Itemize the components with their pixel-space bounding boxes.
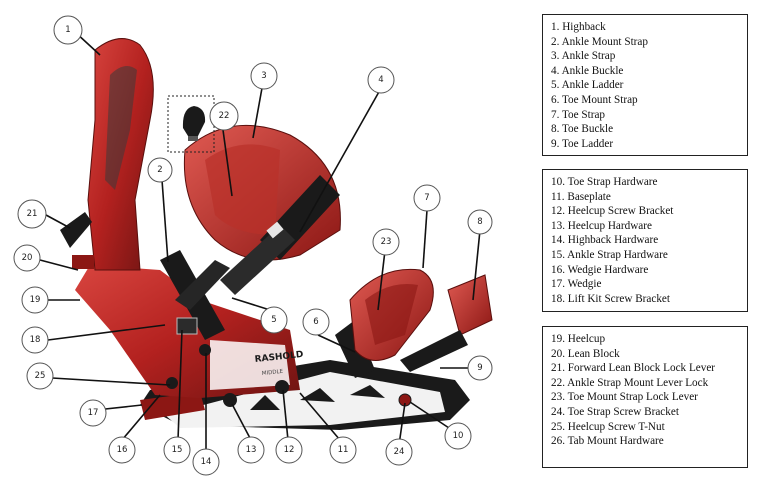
svg-text:14: 14: [201, 457, 212, 467]
callouts: 1 2 3 4 5 6 7 8 9 10 11 12 13 14 15 16 1…: [13, 15, 493, 476]
svg-text:2: 2: [157, 165, 162, 175]
legend-item: 2. Ankle Mount Strap: [551, 35, 648, 48]
legend-item: 17. Wedgie: [551, 278, 602, 291]
callout-3: 3: [250, 62, 278, 90]
svg-text:24: 24: [394, 447, 405, 457]
heelcup-bracket-shape: [275, 380, 289, 394]
legend-box-1: 1. Highback 2. Ankle Mount Strap 3. Ankl…: [542, 14, 748, 156]
svg-text:11: 11: [338, 445, 349, 455]
callout-4: 4: [367, 66, 395, 94]
legend-item: 9. Toe Ladder: [551, 137, 614, 150]
callout-2: 2: [147, 157, 173, 183]
toe-buckle-shape: [447, 274, 493, 336]
svg-text:18: 18: [30, 335, 41, 345]
svg-text:19: 19: [30, 295, 41, 305]
binding-diagram: RASHOLD MIDDLE: [13, 15, 493, 476]
ankle-hardware-shape: [176, 317, 198, 335]
svg-text:16: 16: [117, 445, 128, 455]
callout-7: 7: [413, 184, 441, 212]
legend-item: 8. Toe Buckle: [551, 123, 614, 136]
legend-item: 16. Wedgie Hardware: [551, 263, 649, 276]
svg-text:20: 20: [22, 253, 33, 263]
legend-item: 3. Ankle Strap: [551, 50, 616, 63]
heelcup-hardware-shape: [223, 393, 237, 407]
svg-text:8: 8: [477, 217, 482, 227]
callout-19: 19: [21, 286, 49, 314]
svg-text:9: 9: [477, 363, 482, 373]
legend-item: 22. Ankle Strap Mount Lever Lock: [551, 376, 709, 389]
tnut-shape: [166, 377, 178, 389]
callout-25: 25: [26, 362, 54, 390]
callout-10: 10: [444, 422, 472, 450]
callout-14: 14: [192, 448, 220, 476]
highback-hardware-shape: [199, 344, 211, 356]
legend-item: 7. Toe Strap: [551, 108, 606, 121]
legend-item: 26. Tab Mount Hardware: [551, 435, 664, 448]
svg-text:15: 15: [172, 445, 183, 455]
callout-9: 9: [467, 355, 493, 381]
toe-ladder-shape: [400, 330, 468, 372]
binding-illustration: RASHOLD MIDDLE: [60, 38, 493, 430]
legend-item: 12. Heelcup Screw Bracket: [551, 205, 674, 218]
callout-18: 18: [21, 326, 49, 354]
legend-item: 5. Ankle Ladder: [551, 79, 624, 92]
svg-text:17: 17: [88, 408, 99, 418]
svg-text:23: 23: [381, 237, 392, 247]
legend-item: 15. Ankle Strap Hardware: [551, 248, 668, 261]
legend-item: 20. Lean Block: [551, 347, 620, 360]
callout-1: 1: [53, 15, 83, 45]
legend-item: 6. Toe Mount Strap: [551, 93, 638, 106]
legend-item: 14. Highback Hardware: [551, 234, 659, 247]
svg-text:13: 13: [246, 445, 257, 455]
callout-6: 6: [302, 308, 330, 336]
callout-5: 5: [260, 306, 288, 334]
legend-item: 11. Baseplate: [551, 190, 611, 203]
callout-20: 20: [13, 244, 41, 272]
svg-text:4: 4: [378, 75, 383, 85]
callout-21: 21: [17, 199, 47, 229]
callout-23: 23: [372, 228, 400, 256]
svg-text:25: 25: [35, 371, 46, 381]
baseplate-model-text: MIDDLE: [262, 369, 284, 377]
lean-block-shape: [72, 255, 94, 269]
legend-box-2: 10. Toe Strap Hardware 11. Baseplate 12.…: [542, 169, 748, 312]
callout-15: 15: [163, 436, 191, 464]
legend-item: 24. Toe Strap Screw Bracket: [551, 405, 679, 418]
callout-22: 22: [209, 101, 239, 131]
callout-12: 12: [275, 436, 303, 464]
callout-8: 8: [467, 209, 493, 235]
svg-text:1: 1: [65, 25, 70, 35]
legend-item: 13. Heelcup Hardware: [551, 219, 652, 232]
leader-lines: [39, 31, 481, 452]
callout-17: 17: [79, 399, 107, 427]
callout-13: 13: [237, 436, 265, 464]
legend-item: 21. Forward Lean Block Lock Lever: [551, 362, 716, 375]
svg-text:22: 22: [219, 111, 230, 121]
svg-text:6: 6: [313, 317, 318, 327]
svg-text:5: 5: [271, 315, 276, 325]
ankle-ladder-shape: [220, 225, 295, 295]
legend-item: 19. Heelcup: [551, 333, 606, 345]
legend-item: 4. Ankle Buckle: [551, 64, 624, 77]
inset-lever-shape: [182, 106, 206, 136]
lean-lever-shape: [60, 212, 92, 248]
svg-text:10: 10: [453, 431, 464, 441]
legend-item: 18. Lift Kit Screw Bracket: [551, 292, 670, 305]
callout-11: 11: [329, 436, 357, 464]
legend-box-3: 19. Heelcup 20. Lean Block 21. Forward L…: [542, 326, 748, 468]
legend-item: 10. Toe Strap Hardware: [551, 176, 658, 188]
callout-24: 24: [385, 438, 413, 466]
callout-16: 16: [108, 436, 136, 464]
svg-text:7: 7: [424, 193, 429, 203]
svg-text:21: 21: [27, 209, 38, 219]
legend-item: 23. Toe Mount Strap Lock Lever: [551, 391, 698, 404]
legend-item: 1. Highback: [551, 21, 606, 33]
svg-text:12: 12: [284, 445, 295, 455]
svg-text:3: 3: [261, 71, 266, 81]
legend-item: 25. Heelcup Screw T-Nut: [551, 420, 665, 433]
